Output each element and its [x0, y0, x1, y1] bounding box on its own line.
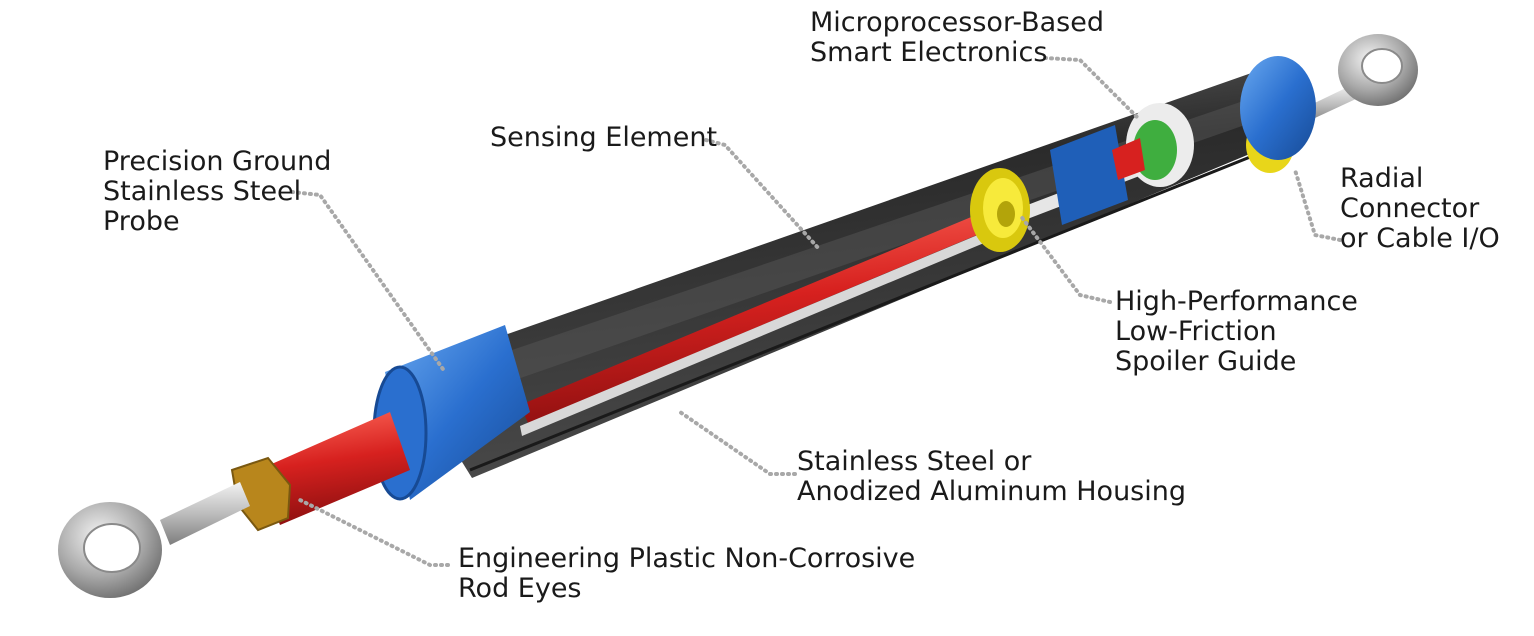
callout-rod-eyes: Engineering Plastic Non-Corrosive Rod Ey…	[458, 544, 915, 604]
leader-sensing-element	[704, 138, 822, 252]
leader-rod-eyes	[298, 498, 450, 567]
callout-line: Stainless Steel	[103, 176, 302, 207]
callout-line: Spoiler Guide	[1115, 346, 1297, 377]
left-rod-eye	[58, 482, 250, 598]
callout-line: High-Performance	[1115, 286, 1358, 317]
callout-microprocessor-electronics: Microprocessor-Based Smart Electronics	[810, 8, 1104, 68]
electronics-module	[1050, 103, 1194, 225]
callout-sensing-element: Sensing Element	[490, 123, 717, 153]
callout-line: or Cable I/O	[1340, 223, 1500, 254]
callout-line: Engineering Plastic Non-Corrosive	[458, 543, 916, 574]
callout-line: Rod Eyes	[458, 573, 582, 604]
callout-probe: Precision Ground Stainless Steel Probe	[103, 147, 331, 237]
callout-line: Anodized Aluminum Housing	[797, 476, 1186, 507]
callout-radial-connector: Radial Connector or Cable I/O	[1340, 164, 1500, 254]
callout-line: Microprocessor-Based	[810, 7, 1104, 38]
callout-line: Sensing Element	[490, 122, 718, 153]
callout-line: Probe	[103, 206, 180, 237]
external-rod	[258, 412, 410, 525]
spoiler-guide	[970, 168, 1030, 252]
callout-line: Smart Electronics	[810, 37, 1048, 68]
callout-spoiler-guide: High-Performance Low-Friction Spoiler Gu…	[1115, 287, 1358, 377]
callout-housing: Stainless Steel or Anodized Aluminum Hou…	[797, 447, 1186, 507]
leader-radial-connector	[1293, 168, 1342, 242]
leader-spoiler-guide	[1018, 213, 1112, 304]
callout-line: Connector	[1340, 193, 1480, 224]
callout-line: Stainless Steel or	[797, 446, 1032, 477]
callout-line: Radial	[1340, 163, 1424, 194]
leader-probe	[290, 190, 447, 374]
leader-lines	[290, 56, 1342, 567]
callout-line: Precision Ground	[103, 146, 332, 177]
leader-microprocessor	[1043, 56, 1142, 122]
callout-line: Low-Friction	[1115, 316, 1277, 347]
right-end-cap	[1240, 56, 1316, 160]
leader-housing	[678, 410, 797, 476]
